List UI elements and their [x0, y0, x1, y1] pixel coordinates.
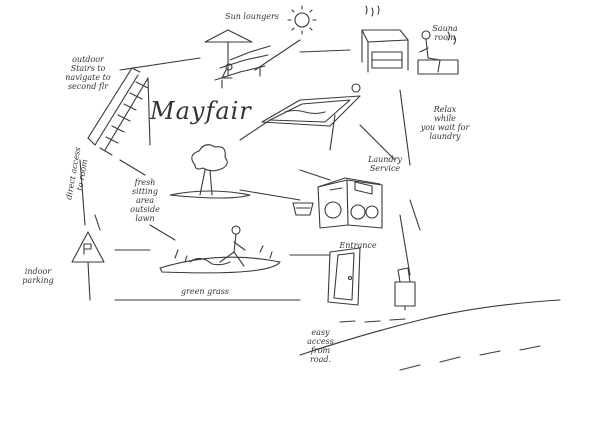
parking-sign-icon [71, 231, 105, 301]
outdoor-stairs-label: outdoor Stairs to navigate to second flr [65, 55, 111, 91]
entrance-label: Entrance [339, 241, 377, 250]
laundry-basket-icon [292, 202, 314, 216]
green-grass-label: green grass [180, 287, 230, 296]
luggage-icon [394, 267, 416, 311]
stairs-icon [87, 67, 151, 156]
sun-loungers-label: Sun loungers [225, 12, 279, 21]
laundry-service-label: Laundry Service [368, 155, 402, 173]
pool-icon [261, 83, 361, 127]
sun-icon [287, 5, 317, 35]
indoor-parking-label: indoor parking [22, 267, 54, 285]
sun-lounger-icon [204, 29, 271, 89]
diagram-title: Mayfair [150, 97, 252, 125]
sauna-icon [361, 5, 459, 75]
connector-lines [79, 39, 421, 301]
fresh-sitting-label: fresh sitting area outside lawn [130, 178, 160, 223]
relax-while-label: Relax while you wait for laundry [420, 105, 470, 141]
door-icon [327, 247, 361, 306]
tree-icon [169, 144, 251, 199]
person-icon [159, 225, 281, 274]
road-lines [299, 299, 561, 371]
sauna-label: Sauna room [432, 24, 458, 42]
easy-access-label: easy access from road. [307, 328, 334, 364]
washing-machine-icon [317, 177, 383, 229]
